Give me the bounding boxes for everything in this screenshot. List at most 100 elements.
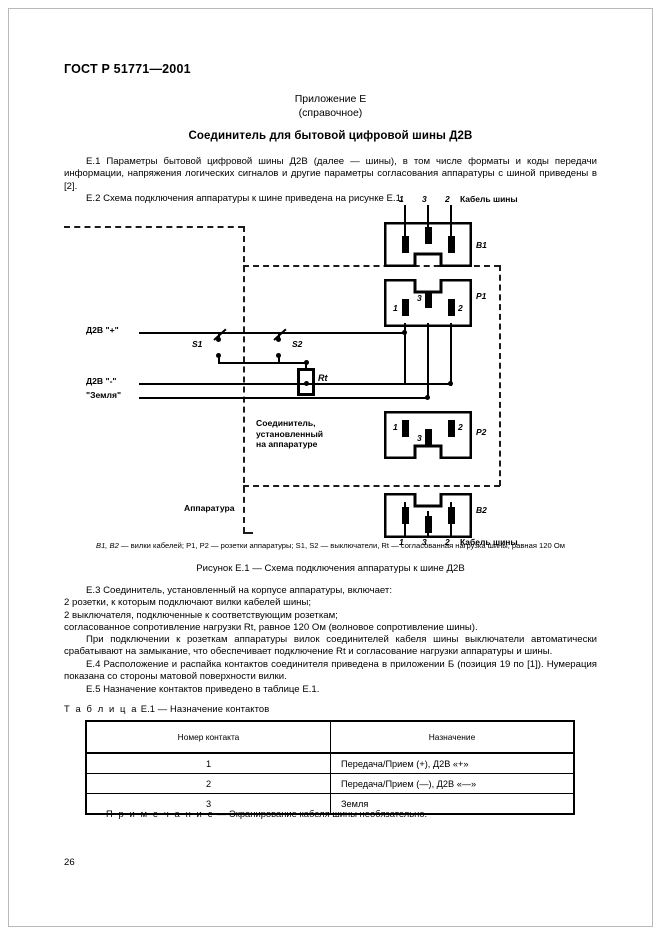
s1-to-bus-plus bbox=[218, 332, 220, 336]
connector-b2-name: B2 bbox=[476, 505, 487, 515]
standard-number: ГОСТ Р 51771—2001 bbox=[64, 62, 191, 76]
bus-minus-label: Д2В "-" bbox=[86, 376, 117, 386]
clause-e1-e2: Е.1 Параметры бытовой цифровой шины Д2В … bbox=[64, 156, 597, 206]
annex-title: Приложение Е bbox=[294, 93, 367, 105]
pin-2-contact bbox=[448, 236, 455, 253]
page-border bbox=[8, 8, 653, 927]
apparatus-boundary-bottom bbox=[243, 532, 253, 534]
connector-p2-outline bbox=[383, 410, 473, 460]
clause-e3-item2: 2 выключателя, подключенные к соответств… bbox=[64, 609, 338, 621]
clause-e4-text: Е.4 Расположение и распайка контактов со… bbox=[64, 658, 597, 683]
switch-s1-label: S1 bbox=[192, 339, 203, 349]
bus-plus-line bbox=[139, 332, 406, 334]
connector-p1-name: P1 bbox=[476, 291, 487, 301]
annex-kind: (справочное) bbox=[298, 107, 363, 119]
cell-purpose: Земля bbox=[330, 793, 575, 815]
bus-minus-line bbox=[139, 383, 452, 385]
col-header-contact-number: Номер контакта bbox=[85, 720, 331, 754]
clause-e5-text: Е.5 Назначение контактов приведено в таб… bbox=[86, 683, 320, 695]
s2-to-bus-plus bbox=[278, 332, 280, 336]
b2-lead-2 bbox=[450, 502, 452, 538]
bus-minus-junction-p2 bbox=[448, 381, 453, 386]
clause-e3-para: При подключении к розеткам аппаратуры ви… bbox=[64, 634, 597, 658]
connector-p2: 1 3 2 bbox=[383, 410, 473, 460]
ground-junction-p2 bbox=[425, 395, 430, 400]
connector-region-right bbox=[499, 265, 501, 486]
switch-bridge-right bbox=[278, 362, 306, 364]
b2-lead-1 bbox=[404, 502, 406, 538]
bus-minus-junction-resistor bbox=[304, 381, 309, 386]
connector-note: Соединитель, установленный на аппаратуре bbox=[256, 418, 324, 449]
figure-e1: 1 3 2 Кабель шины B1 1 3 2 P1 bbox=[64, 194, 597, 547]
b1-pin-label-1: 1 bbox=[399, 194, 404, 204]
cell-purpose: Передача/Прием (+), Д2В «+» bbox=[330, 752, 575, 774]
b1-pin-label-2: 2 bbox=[445, 194, 450, 204]
table-caption-rest: Е.1 — Назначение контактов bbox=[138, 703, 270, 714]
page-number: 26 bbox=[64, 857, 75, 868]
p2-pin-label-2: 2 bbox=[458, 422, 463, 432]
cell-contact-number: 2 bbox=[85, 773, 331, 794]
apparatus-boundary-top bbox=[64, 226, 244, 228]
s2-lower-stem bbox=[278, 355, 280, 363]
b1-lead-3 bbox=[427, 205, 429, 230]
connector-b2-outline bbox=[383, 492, 473, 539]
resistor-rt bbox=[297, 368, 315, 396]
table-note: П р и м е ч а н и е — Экранирование кабе… bbox=[64, 808, 427, 819]
p2-pin-label-1: 1 bbox=[393, 422, 398, 432]
cell-purpose: Передача/Прием (—), Д2В «—» bbox=[330, 773, 575, 794]
annex-heading: Соединитель для бытовой цифровой шины Д2… bbox=[188, 130, 473, 142]
s1-lower-stem bbox=[218, 355, 220, 363]
note-label: П р и м е ч а н и е bbox=[106, 808, 215, 819]
connector-b1-outline bbox=[383, 221, 473, 268]
figure-legend: B1, B2 — вилки кабелей; P1, P2 — розетки… bbox=[64, 541, 597, 550]
p1-pin-label-3: 3 bbox=[417, 293, 422, 303]
p1-pin-3-contact bbox=[425, 291, 432, 308]
resistor-label: Rt bbox=[318, 373, 328, 383]
connector-p1-outline bbox=[383, 278, 473, 328]
b2-pin-label-1: 1 bbox=[399, 537, 404, 547]
pin-1-contact bbox=[402, 236, 409, 253]
connector-region-top bbox=[243, 265, 500, 267]
connector-b1-name: B1 bbox=[476, 240, 487, 250]
resistor-top-lead bbox=[305, 362, 307, 368]
p1-lead-1 bbox=[404, 323, 406, 384]
b2-pin-label-3: 3 bbox=[422, 537, 427, 547]
p2-pin-2-contact bbox=[448, 420, 455, 437]
p1-pin-2-contact bbox=[448, 299, 455, 316]
b1-lead-2 bbox=[450, 205, 452, 239]
switch-s2-label: S2 bbox=[292, 339, 303, 349]
ground-line bbox=[139, 397, 429, 399]
cell-contact-number: 3 bbox=[85, 793, 331, 815]
connector-p1: 1 3 2 bbox=[383, 278, 473, 328]
contacts-table: Номер контакта Назначение 1 Передача/При… bbox=[85, 720, 575, 815]
table-row: 3 Земля bbox=[85, 793, 575, 815]
clause-e3-item3: согласованное сопротивление нагрузки Rt,… bbox=[64, 622, 478, 634]
b1-lead-1 bbox=[404, 205, 406, 239]
connector-p2-name: P2 bbox=[476, 427, 487, 437]
bus-plus-label: Д2В "+" bbox=[86, 325, 119, 335]
b2-pin-label-2: 2 bbox=[445, 537, 450, 547]
b1-pin-label-3: 3 bbox=[422, 194, 427, 204]
table-caption-word: Т а б л и ц а bbox=[64, 703, 139, 714]
table-row: 2 Передача/Прием (—), Д2В «—» bbox=[85, 773, 575, 794]
table-caption: Т а б л и ц а Е.1 — Назначение контактов bbox=[64, 703, 269, 714]
p2-pin-3-contact bbox=[425, 429, 432, 446]
connector-region-bottom bbox=[243, 485, 500, 487]
clause-e1-text: Е.1 Параметры бытовой цифровой шины Д2В … bbox=[64, 156, 597, 192]
clause-e3: Е.3 Соединитель, установленный на корпус… bbox=[64, 585, 597, 635]
clause-e3-intro: Е.3 Соединитель, установленный на корпус… bbox=[86, 585, 392, 596]
clause-e3-item1: 2 розетки, к которым подключают вилки ка… bbox=[64, 597, 312, 609]
p1-pin-label-2: 2 bbox=[458, 303, 463, 313]
figure-legend-prefix: B1, B2 bbox=[96, 541, 119, 550]
figure-caption: Рисунок Е.1 — Схема подключения аппарату… bbox=[196, 563, 465, 574]
pin-3-contact bbox=[425, 227, 432, 244]
resistor-outline bbox=[297, 368, 315, 396]
s2-pivot-top bbox=[276, 337, 281, 342]
connector-b1 bbox=[383, 221, 473, 268]
switch-bridge bbox=[218, 362, 280, 364]
table-row: 1 Передача/Прием (+), Д2В «+» bbox=[85, 752, 575, 774]
bus-plus-junction-p1 bbox=[402, 330, 407, 335]
p1-pin-1-contact bbox=[402, 299, 409, 316]
p2-pin-1-contact bbox=[402, 420, 409, 437]
